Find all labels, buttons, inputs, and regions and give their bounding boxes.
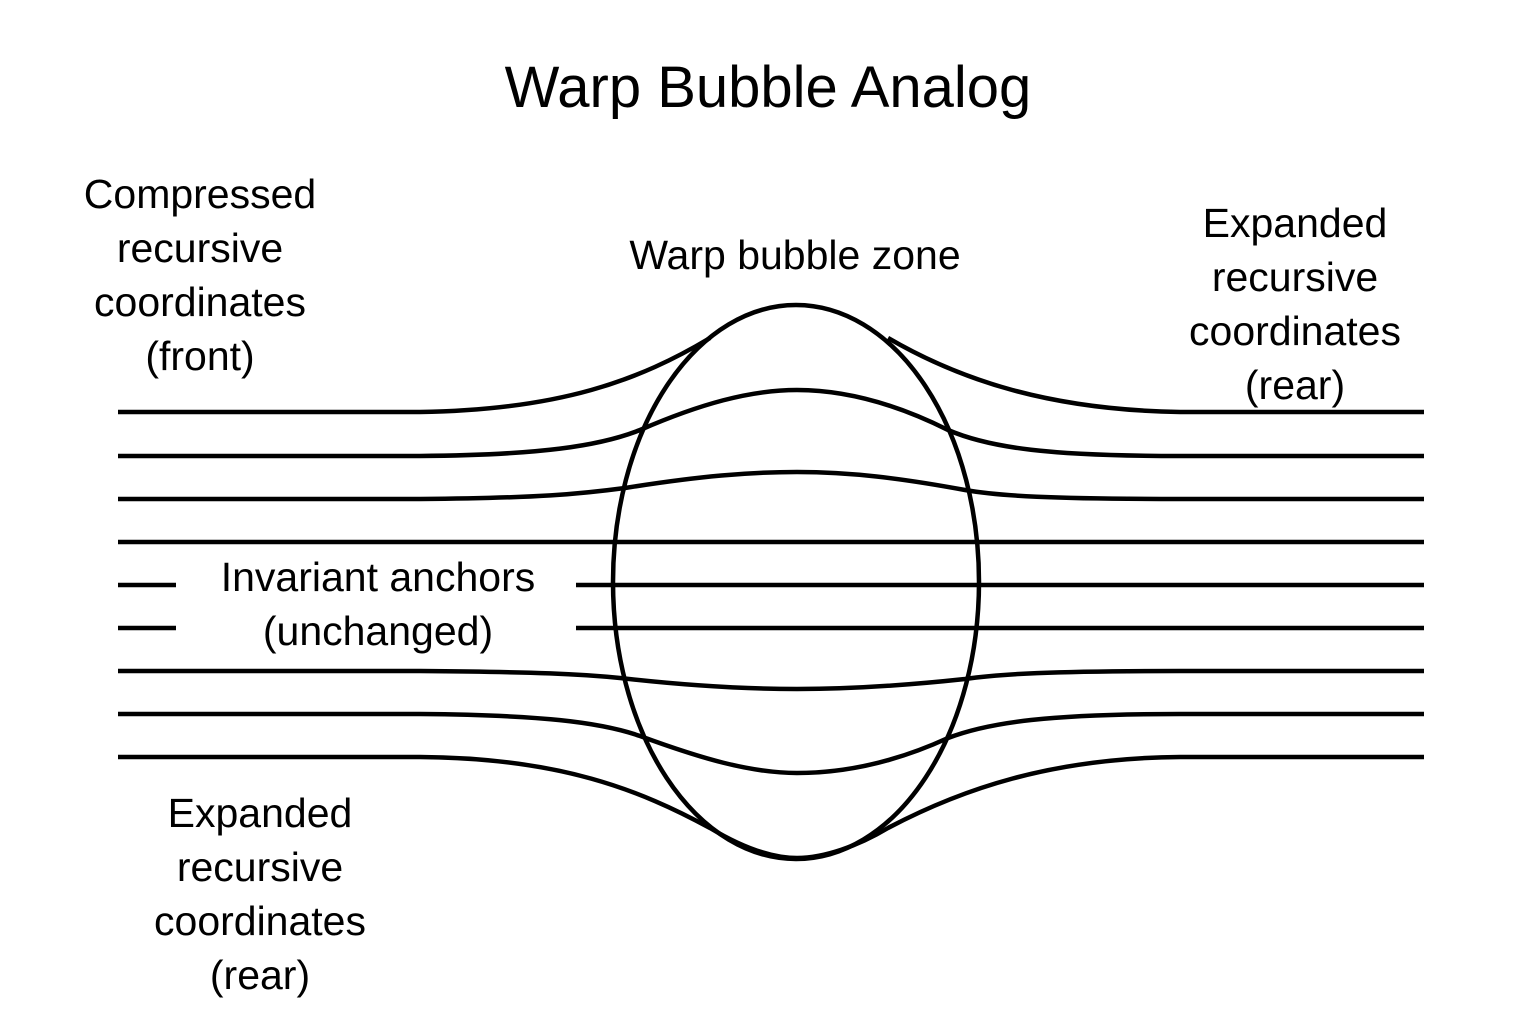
label-invariant-anchors: Invariant anchors (unchanged) bbox=[220, 554, 536, 654]
coordinate-line-8 bbox=[118, 711, 1424, 776]
label-compressed-front: Compressed recursive coordinates (front) bbox=[83, 171, 317, 379]
label-expanded-rear-left: Expanded recursive coordinates (rear) bbox=[154, 790, 366, 998]
warp-bubble-outline bbox=[610, 302, 982, 862]
coordinate-line-2 bbox=[118, 387, 1424, 459]
coordinate-line-1 bbox=[118, 336, 1424, 415]
label-expanded-rear-right: Expanded recursive coordinates (rear) bbox=[1189, 200, 1401, 408]
coordinate-line-7 bbox=[118, 668, 1424, 692]
label-bubble-zone: Warp bubble zone bbox=[629, 232, 961, 278]
diagram-title: Warp Bubble Analog bbox=[504, 55, 1032, 120]
coordinate-line-3 bbox=[118, 469, 1424, 502]
